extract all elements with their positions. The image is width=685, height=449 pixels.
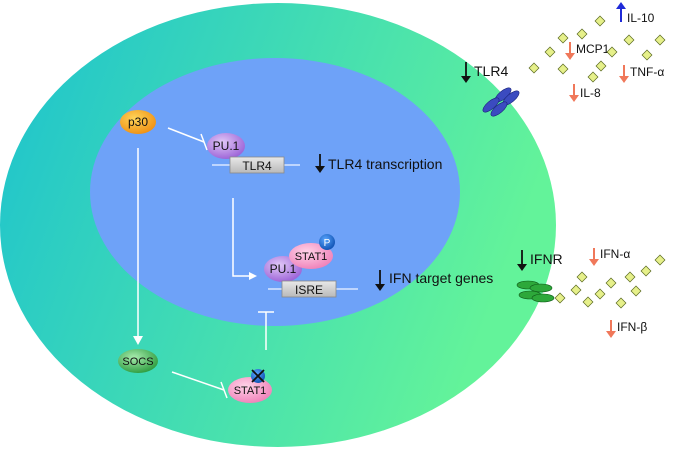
tlr4-transcription: TLR4 transcription xyxy=(315,154,442,173)
il10-marker: IL-10 xyxy=(616,2,655,25)
mcp1-marker: MCP1 xyxy=(565,42,610,60)
stat1-bottom-label: STAT1 xyxy=(234,385,267,397)
ifnr-label: IFNR xyxy=(530,251,563,267)
ifn-alpha-label: IFN-α xyxy=(600,247,630,261)
ifn-alpha-marker: IFN-α xyxy=(589,247,630,266)
socs-label: SOCS xyxy=(122,356,153,368)
tnf-marker: TNF-α xyxy=(619,65,664,83)
ifnr-ligands xyxy=(554,254,666,309)
tnf-label: TNF-α xyxy=(630,65,664,79)
nucleus xyxy=(90,58,460,326)
il10-label: IL-10 xyxy=(627,11,655,25)
tlr4-box-label: TLR4 xyxy=(242,159,272,173)
mcp1-label: MCP1 xyxy=(576,42,610,56)
stat1-phospho: STAT1 xyxy=(289,243,333,269)
stat1-inhibition xyxy=(258,311,274,350)
pu1-top-label: PU.1 xyxy=(213,139,240,153)
socs-inhibits-stat1 xyxy=(171,371,228,399)
p30-to-socs-arrow xyxy=(133,148,143,345)
stat1-phospho-label: STAT1 xyxy=(295,251,328,263)
p30-inhibits-pu1 xyxy=(167,127,208,151)
tlr4-receptor-label: TLR4 xyxy=(474,63,508,79)
il8-marker: IL-8 xyxy=(569,84,601,102)
p30-protein: p30 xyxy=(120,110,156,134)
tlr4-promoter: TLR4 xyxy=(212,156,300,174)
tlr4-ligands xyxy=(528,15,666,83)
tlr4-receptor: TLR4 xyxy=(461,62,520,117)
ifnr-receptor: IFNR xyxy=(516,250,563,303)
phosphate-badge-label: P xyxy=(324,238,331,249)
ifn-beta-marker: IFN-β xyxy=(606,320,647,338)
ifn-target-genes-label: IFN target genes xyxy=(389,270,493,286)
ifn-target-genes: IFN target genes xyxy=(375,270,493,291)
il8-label: IL-8 xyxy=(580,86,601,100)
socs-protein: SOCS xyxy=(118,349,158,373)
pu1-bottom-label: PU.1 xyxy=(270,262,297,276)
tlr4-transcription-label: TLR4 transcription xyxy=(328,156,442,172)
pu1-top: PU.1 xyxy=(207,133,245,159)
ifn-beta-label: IFN-β xyxy=(617,320,647,334)
phosphate-badge: P xyxy=(319,234,335,250)
p30-label: p30 xyxy=(128,115,148,129)
isre-promoter: ISRE xyxy=(268,280,358,298)
blocked-phosphate-icon xyxy=(251,369,265,383)
pu1-translocation-arrow xyxy=(232,198,257,280)
stat1-bottom: STAT1 xyxy=(228,377,272,403)
isre-box-label: ISRE xyxy=(295,283,323,297)
